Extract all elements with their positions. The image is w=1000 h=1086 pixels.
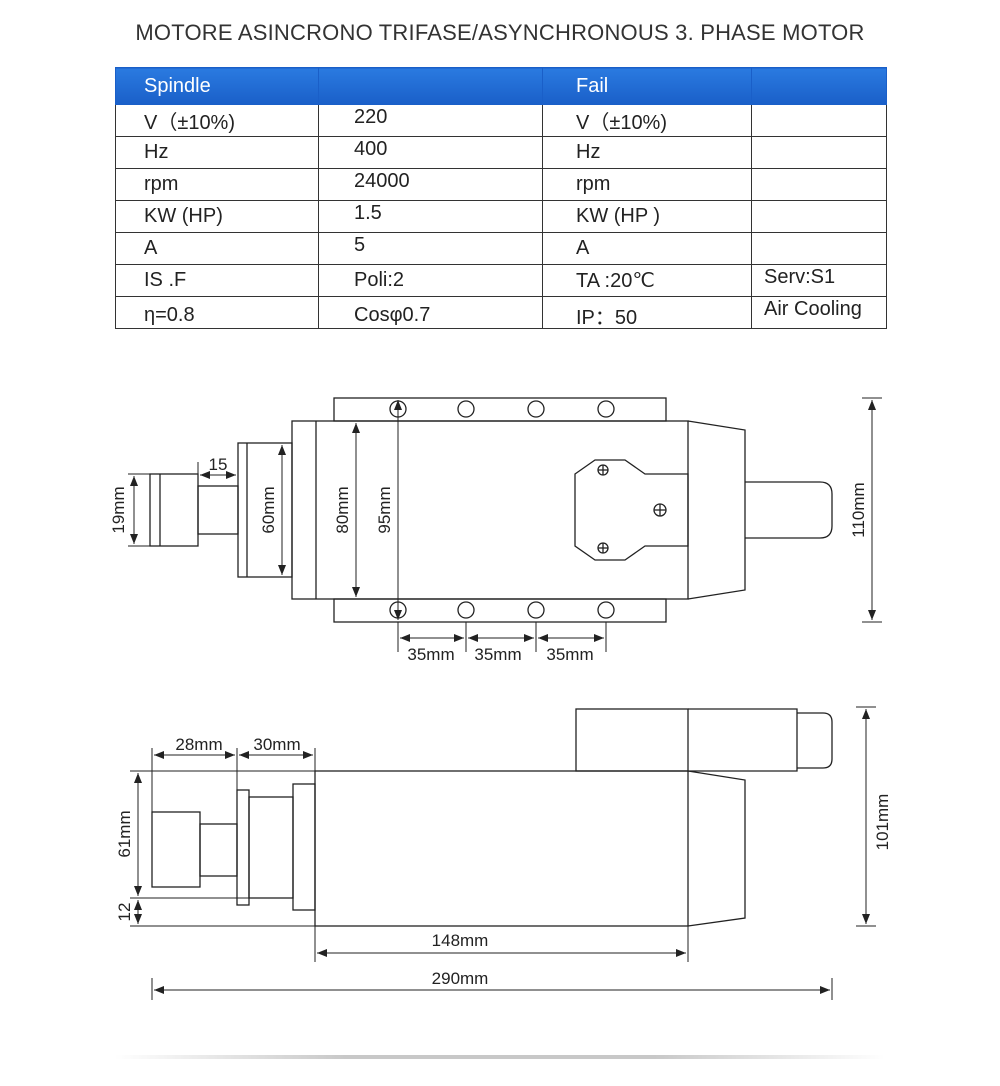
table-cell: 220 bbox=[318, 104, 543, 137]
screw-icon bbox=[597, 464, 609, 476]
nose-cap bbox=[151, 811, 201, 888]
header-cell: Spindle bbox=[115, 67, 319, 105]
header-cell bbox=[751, 67, 887, 105]
spec-table: Spindle Fail V（±10%) 220 V（±10%) Hz 400 … bbox=[115, 67, 887, 329]
table-cell: Cosφ0.7 bbox=[318, 296, 543, 329]
screw-icon bbox=[653, 503, 667, 517]
dim-label-95mm: 95mm bbox=[375, 486, 394, 533]
junction-plate bbox=[574, 459, 689, 561]
table-cell: rpm bbox=[115, 168, 319, 201]
dim-label-28mm: 28mm bbox=[175, 735, 222, 754]
table-row: V（±10%) 220 V（±10%) bbox=[115, 104, 887, 137]
nose-cap bbox=[149, 473, 199, 547]
dim-label-35mm: 35mm bbox=[546, 645, 593, 664]
table-cell: η=0.8 bbox=[115, 296, 319, 329]
collar bbox=[292, 783, 316, 911]
table-cell: Air Cooling bbox=[751, 296, 887, 329]
table-row: KW (HP) 1.5 KW (HP ) bbox=[115, 200, 887, 233]
dim-label-35mm: 35mm bbox=[474, 645, 521, 664]
table-cell: Hz bbox=[115, 136, 319, 169]
table-cell: 24000 bbox=[318, 168, 543, 201]
connector bbox=[797, 712, 833, 769]
dim-label-80mm: 80mm bbox=[333, 486, 352, 533]
dim-label-30mm: 30mm bbox=[253, 735, 300, 754]
table-cell: rpm bbox=[542, 168, 752, 201]
table-row: A 5 A bbox=[115, 232, 887, 265]
table-cell: TA :20℃ bbox=[542, 264, 752, 297]
shaft bbox=[199, 823, 238, 877]
junction-box-rear bbox=[688, 708, 798, 772]
table-row: IS .F Poli:2 TA :20℃ Serv:S1 bbox=[115, 264, 887, 297]
dim-label-148mm: 148mm bbox=[432, 931, 489, 950]
table-cell: Hz bbox=[542, 136, 752, 169]
dim-label-110mm: 110mm bbox=[849, 482, 868, 537]
table-cell: Serv:S1 bbox=[751, 264, 887, 297]
table-cell: V（±10%) bbox=[542, 104, 752, 137]
dim-label-12: 12 bbox=[115, 903, 134, 922]
dim-label-19mm: 19mm bbox=[109, 486, 128, 533]
collar bbox=[248, 796, 294, 899]
mount-hole bbox=[457, 400, 475, 418]
dim-label-61mm: 61mm bbox=[115, 810, 134, 857]
connector bbox=[745, 481, 833, 539]
table-cell: KW (HP ) bbox=[542, 200, 752, 233]
dim-label-60mm: 60mm bbox=[259, 486, 278, 533]
table-cell: IS .F bbox=[115, 264, 319, 297]
table-cell: IP：50 bbox=[542, 296, 752, 329]
dim-label-290mm: 290mm bbox=[432, 969, 489, 988]
table-cell: A bbox=[542, 232, 752, 265]
mount-hole bbox=[527, 400, 545, 418]
table-row: η=0.8 Cosφ0.7 IP：50 Air Cooling bbox=[115, 296, 887, 329]
mount-rail-bottom bbox=[333, 598, 667, 623]
page-title: MOTORE ASINCRONO TRIFASE/ASYNCHRONOUS 3.… bbox=[135, 20, 865, 45]
screw-icon bbox=[597, 542, 609, 554]
shaft bbox=[197, 485, 239, 535]
side-view bbox=[130, 706, 876, 1000]
bottom-divider bbox=[115, 1055, 885, 1059]
table-cell bbox=[751, 104, 887, 137]
table-header-row: Spindle Fail bbox=[115, 67, 887, 105]
dim-label-35mm: 35mm bbox=[407, 645, 454, 664]
mount-rail-top bbox=[333, 397, 667, 422]
motor-body bbox=[314, 770, 689, 927]
rear-cap bbox=[687, 770, 746, 927]
table-cell: V（±10%) bbox=[115, 104, 319, 137]
dim-label-101mm: 101mm bbox=[873, 794, 892, 851]
table-row: Hz 400 Hz bbox=[115, 136, 887, 169]
mount-hole bbox=[597, 400, 615, 418]
dim-label-15: 15 bbox=[209, 455, 228, 474]
rear-cap bbox=[687, 420, 746, 600]
junction-box bbox=[575, 708, 689, 772]
table-row: rpm 24000 rpm bbox=[115, 168, 887, 201]
mount-hole bbox=[527, 601, 545, 619]
collar bbox=[236, 789, 250, 906]
top-view bbox=[128, 397, 882, 652]
mount-hole bbox=[457, 601, 475, 619]
mount-hole bbox=[597, 601, 615, 619]
header-cell bbox=[318, 67, 543, 105]
